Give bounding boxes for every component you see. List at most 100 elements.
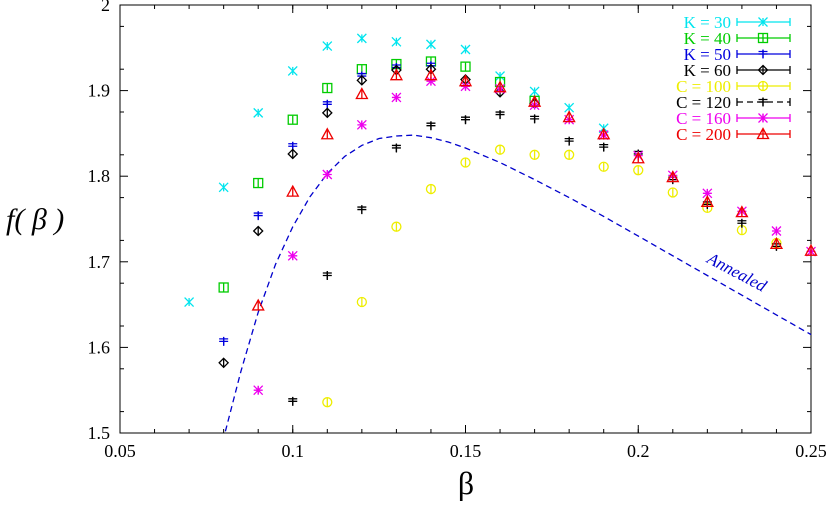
marker-shape [218, 357, 230, 369]
marker-shape [564, 102, 575, 113]
data-point [631, 151, 645, 164]
legend-label: C = 200 [676, 125, 731, 144]
data-point [356, 74, 368, 86]
marker-shape [735, 205, 749, 218]
legend-marker [757, 64, 769, 76]
data-point [389, 68, 403, 81]
data-point [287, 148, 299, 160]
data-point [391, 143, 401, 153]
data-point [355, 87, 369, 100]
marker-shape [356, 296, 368, 308]
data-point [529, 149, 540, 160]
marker-shape [757, 64, 769, 76]
marker-shape [218, 282, 229, 293]
series-4 [322, 144, 782, 408]
legend-label: C = 120 [676, 93, 731, 112]
marker-shape [529, 86, 540, 97]
data-point [460, 61, 471, 72]
data-point [460, 157, 471, 168]
annealed-curve-layer: Annealed [224, 134, 812, 432]
marker-shape [562, 110, 576, 123]
data-point [287, 65, 298, 76]
data-point [322, 99, 332, 109]
marker-shape [758, 97, 768, 107]
legend-marker [758, 97, 768, 107]
marker-shape [425, 183, 437, 195]
marker-shape [356, 33, 367, 44]
data-point [356, 33, 367, 44]
data-point [218, 282, 229, 293]
data-point [804, 243, 818, 256]
marker-shape [391, 36, 402, 47]
data-point [288, 396, 298, 406]
data-point [253, 385, 264, 396]
data-point [322, 169, 333, 180]
data-point [598, 161, 609, 172]
marker-shape [702, 188, 713, 199]
data-point [493, 80, 507, 93]
marker-shape [757, 32, 769, 44]
marker-shape [756, 127, 770, 140]
marker-shape [391, 221, 402, 232]
data-point [494, 144, 506, 155]
data-point [700, 195, 714, 208]
series-3 [218, 63, 541, 369]
marker-shape [251, 298, 265, 311]
marker-shape [460, 157, 471, 168]
data-point [458, 74, 473, 87]
y-tick-label: 1.8 [88, 166, 111, 186]
marker-shape [219, 336, 229, 346]
data-point [218, 182, 229, 193]
data-point [218, 357, 230, 369]
x-axis-label: β [458, 465, 474, 501]
data-point [528, 94, 542, 107]
marker-shape [389, 68, 403, 81]
data-point [356, 119, 367, 130]
data-point [357, 205, 367, 215]
data-point [391, 36, 402, 47]
marker-shape [495, 71, 506, 82]
data-point [252, 225, 264, 237]
marker-shape [322, 41, 333, 52]
marker-shape [287, 250, 298, 261]
marker-shape [391, 143, 401, 153]
marker-shape [184, 297, 195, 307]
legend-label: C = 100 [676, 77, 731, 96]
legend-marker [757, 32, 769, 44]
series-5 [288, 110, 781, 406]
marker-shape [321, 107, 333, 119]
y-tick-label: 1.5 [88, 423, 111, 443]
marker-shape [758, 49, 768, 59]
marker-shape [804, 243, 818, 256]
data-point [564, 149, 575, 160]
marker-shape [631, 151, 645, 164]
data-point [322, 41, 333, 52]
data-point [461, 115, 470, 125]
marker-shape [530, 114, 540, 124]
data-point [597, 127, 611, 140]
marker-shape [758, 113, 768, 123]
marker-shape [757, 80, 769, 92]
legend-marker [758, 49, 768, 59]
data-point [562, 110, 576, 123]
data-point [287, 250, 298, 261]
marker-shape [425, 76, 436, 87]
series-2 [219, 61, 436, 346]
marker-shape [322, 99, 332, 109]
data-point [320, 127, 334, 140]
data-point [391, 221, 402, 232]
data-point [322, 82, 333, 94]
annealed-curve [224, 134, 812, 432]
marker-shape [700, 195, 714, 208]
legend-label: C = 160 [676, 109, 731, 128]
marker-shape [322, 397, 333, 408]
legend-label: K = 40 [684, 29, 731, 48]
legend-marker [758, 113, 768, 123]
data-point [424, 68, 438, 81]
data-point [530, 114, 540, 124]
data-point [425, 39, 436, 50]
marker-shape [633, 165, 644, 176]
marker-shape [356, 119, 367, 130]
